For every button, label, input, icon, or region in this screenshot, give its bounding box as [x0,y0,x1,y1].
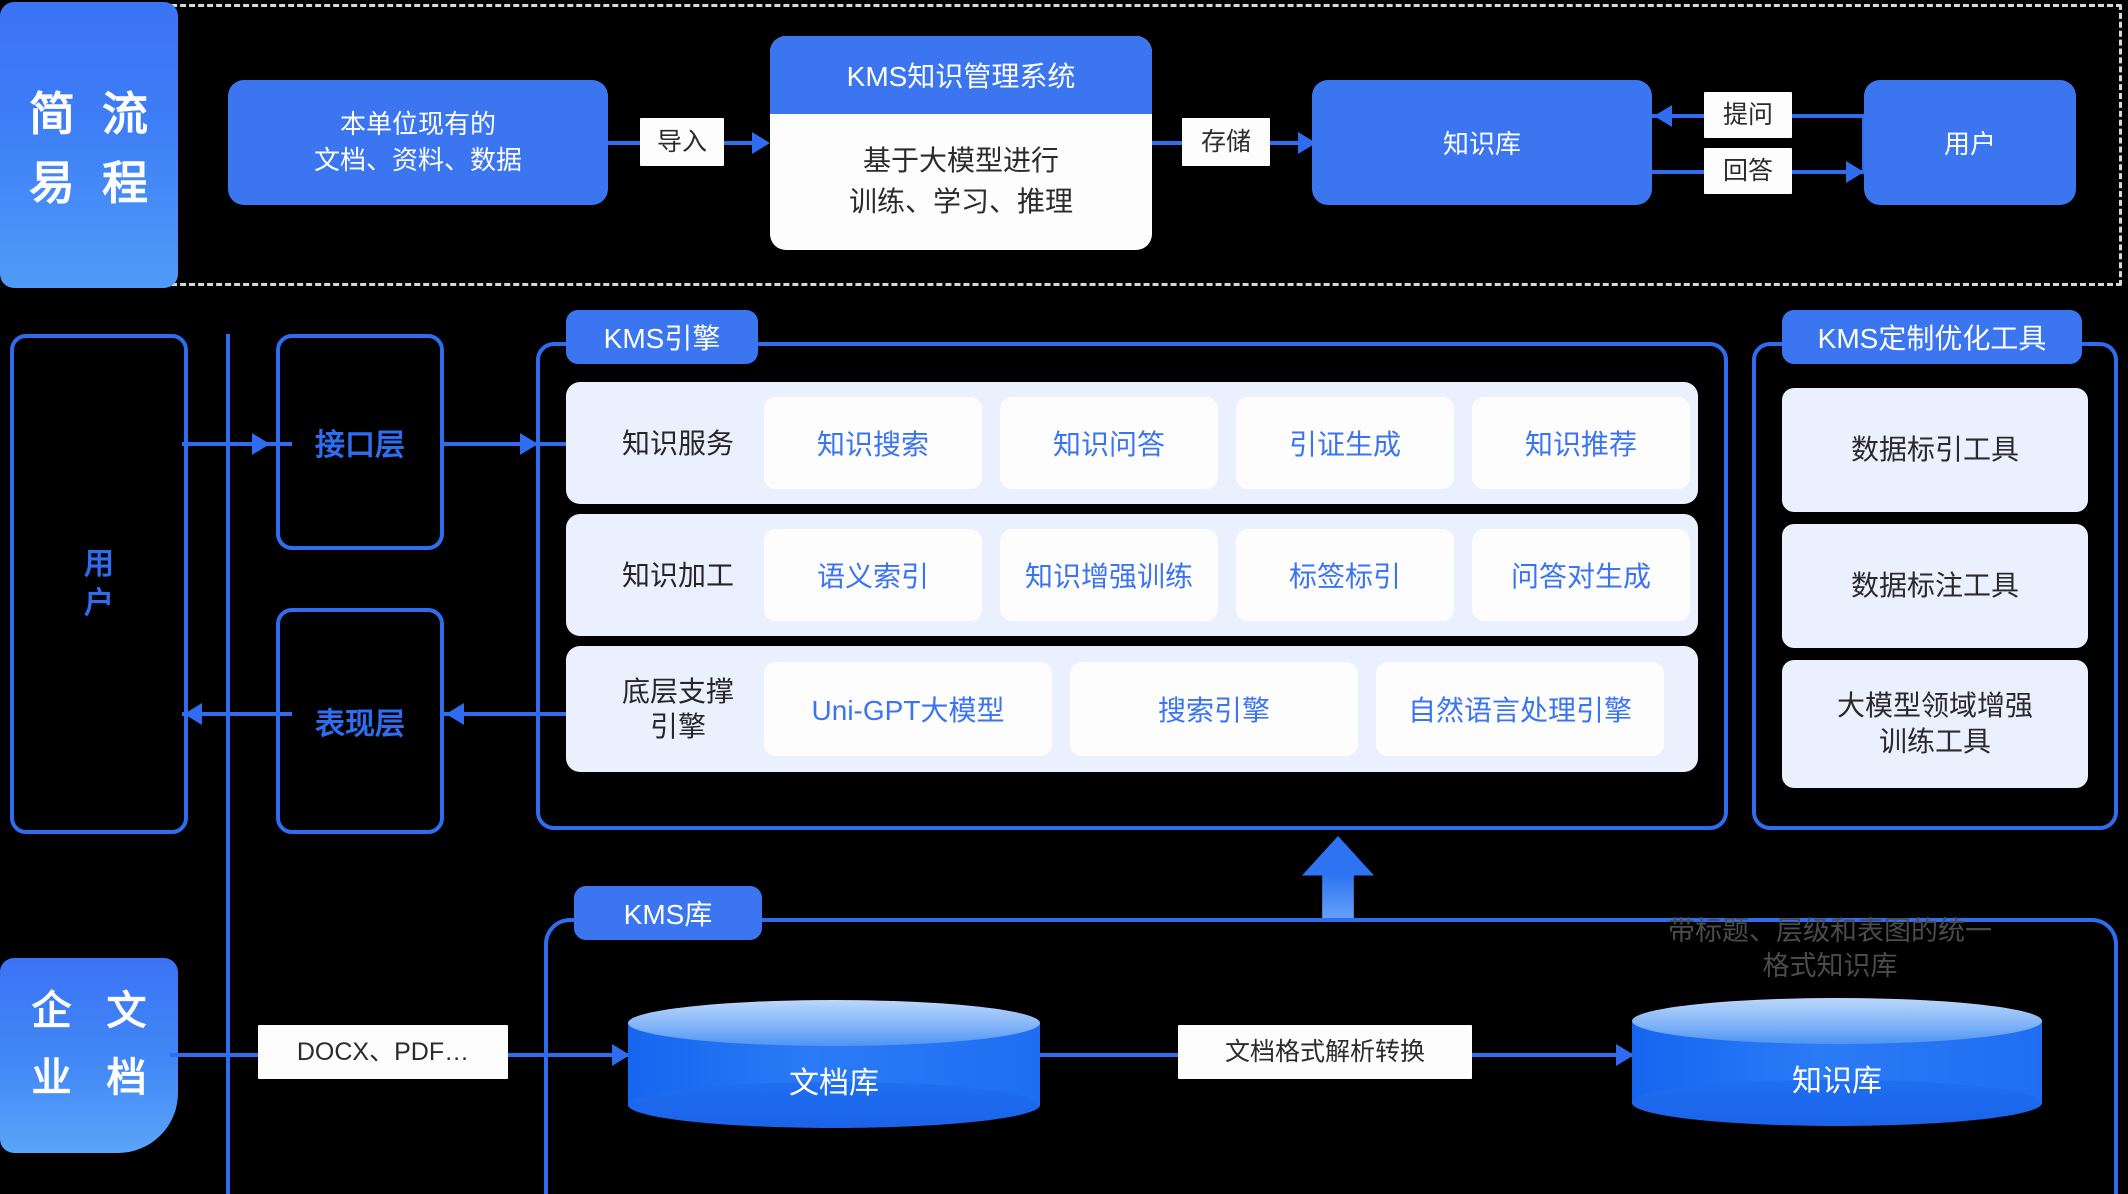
presentation-layer-box[interactable]: 表现层 [276,608,444,834]
kms-system-body: 基于大模型进行 训练、学习、推理 [770,114,1152,250]
engine-row-knowledge-service: 知识服务 知识搜索 知识问答 引证生成 知识推荐 [566,382,1698,504]
doc-banner-char-1: 企 [31,989,72,1034]
engine-cell-tag-indexing[interactable]: 标签标引 [1236,529,1454,621]
knowledge-database-top [1632,998,2042,1044]
file-format-label-chip: DOCX、PDF… [258,1025,508,1079]
flow-banner-char-3: 易 [29,156,76,209]
source-documents-line2: 文档、资料、数据 [313,144,522,175]
flow-banner-char-2: 流 [102,87,149,140]
docs-to-docdb-arrow-icon [612,1044,630,1066]
import-arrow-icon [752,132,770,154]
tool-domain-augmented-training-line1: 大模型领域增强 [1836,689,2033,721]
engine-cell-search-engine[interactable]: 搜索引擎 [1070,662,1358,756]
flow-knowledge-base-box[interactable]: 知识库 [1312,80,1652,205]
user-to-interface-line [182,442,292,446]
knowledge-database-label: 知识库 [1792,1065,1882,1098]
interface-layer-box[interactable]: 接口层 [276,334,444,550]
engine-row-label-3: 底层支撑 引擎 [592,674,764,744]
tool-data-annotation[interactable]: 数据标注工具 [1782,524,2088,648]
presentation-to-user-arrow-icon [184,703,202,725]
flow-banner-char-4: 程 [102,156,149,209]
user-to-interface-arrow-icon [252,433,270,455]
doc-banner-char-2: 文 [106,989,147,1034]
ask-label-chip: 提问 [1704,92,1792,138]
interface-to-engine-arrow-icon [520,433,538,455]
format-transform-label-chip: 文档格式解析转换 [1178,1025,1472,1079]
interface-to-engine-line [444,442,566,446]
answer-label-chip: 回答 [1704,148,1792,194]
document-database-cylinder[interactable]: 文档库 [628,1000,1040,1128]
flow-user-box[interactable]: 用户 [1864,80,2076,205]
document-database-top [628,1000,1040,1046]
presentation-to-user-line [182,712,292,716]
flow-banner-char-1: 简 [29,87,76,140]
knowledge-database-bottom [1632,1080,2042,1126]
tool-domain-augmented-training[interactable]: 大模型领域增强 训练工具 [1782,660,2088,788]
kms-system-title: KMS知识管理系统 [770,36,1152,114]
engine-cell-qa-pair-generation[interactable]: 问答对生成 [1472,529,1690,621]
simple-flow-banner: 简 流 易 程 [0,2,178,288]
engine-cell-citation-generation[interactable]: 引证生成 [1236,397,1454,489]
tool-data-indexing[interactable]: 数据标引工具 [1782,388,2088,512]
docdb-to-kb-arrow-icon [1616,1044,1634,1066]
kms-engine-panel [536,342,1728,830]
engine-row-label-3-line2: 引擎 [649,711,706,742]
arch-user-box[interactable]: 用 户 [10,334,188,834]
knowledge-db-annotation-line2: 格式知识库 [1762,951,1898,982]
repo-to-engine-up-arrow-icon [1302,836,1374,922]
answer-arrow-icon [1846,161,1864,183]
engine-cell-uni-gpt-model[interactable]: Uni-GPT大模型 [764,662,1052,756]
tool-domain-augmented-training-line2: 训练工具 [1878,726,1991,757]
kms-system-card[interactable]: KMS知识管理系统 基于大模型进行 训练、学习、推理 [770,36,1152,250]
engine-cell-semantic-index[interactable]: 语义索引 [764,529,982,621]
enterprise-documents-banner: 企 文 业 档 [0,958,178,1153]
doc-banner-char-4: 档 [106,1055,147,1100]
kms-repository-tag: KMS库 [574,886,762,940]
source-documents-box[interactable]: 本单位现有的 文档、资料、数据 [228,80,608,205]
doc-banner-char-3: 业 [31,1055,72,1100]
arch-user-char-1: 用 [84,548,114,581]
engine-cell-knowledge-augmented-training[interactable]: 知识增强训练 [1000,529,1218,621]
engine-to-presentation-line [444,712,568,716]
engine-row-foundation: 底层支撑 引擎 Uni-GPT大模型 搜索引擎 自然语言处理引擎 [566,646,1698,772]
store-arrow-icon [1298,132,1316,154]
source-documents-line1: 本单位现有的 [339,109,496,140]
knowledge-database-cylinder[interactable]: 知识库 [1632,998,2042,1126]
import-label-chip: 导入 [640,118,724,166]
kms-tools-tag: KMS定制优化工具 [1782,310,2082,364]
engine-cell-knowledge-qa[interactable]: 知识问答 [1000,397,1218,489]
architecture-bus-line [226,334,230,1194]
kms-system-body-line2: 训练、学习、推理 [848,186,1073,217]
engine-row-label-3-line1: 底层支撑 [621,676,734,707]
arch-user-char-2: 户 [84,587,114,620]
engine-row-knowledge-processing: 知识加工 语义索引 知识增强训练 标签标引 问答对生成 [566,514,1698,636]
engine-cell-knowledge-search[interactable]: 知识搜索 [764,397,982,489]
engine-cell-knowledge-recommendation[interactable]: 知识推荐 [1472,397,1690,489]
engine-cell-nlp-engine[interactable]: 自然语言处理引擎 [1376,662,1664,756]
store-label-chip: 存储 [1182,118,1270,166]
knowledge-db-annotation-line1: 带标题、层级和表图的统一 [1668,916,1992,946]
engine-to-presentation-arrow-icon [446,703,464,725]
knowledge-db-annotation: 带标题、层级和表图的统一 格式知识库 [1620,914,2040,984]
document-database-label: 文档库 [789,1067,879,1100]
engine-row-label-1: 知识服务 [621,427,734,459]
document-database-bottom [628,1082,1040,1128]
kms-engine-tag: KMS引擎 [566,310,758,364]
kms-system-body-line1: 基于大模型进行 [862,145,1059,177]
engine-row-label-2: 知识加工 [621,559,734,591]
ask-arrow-icon [1654,105,1672,127]
